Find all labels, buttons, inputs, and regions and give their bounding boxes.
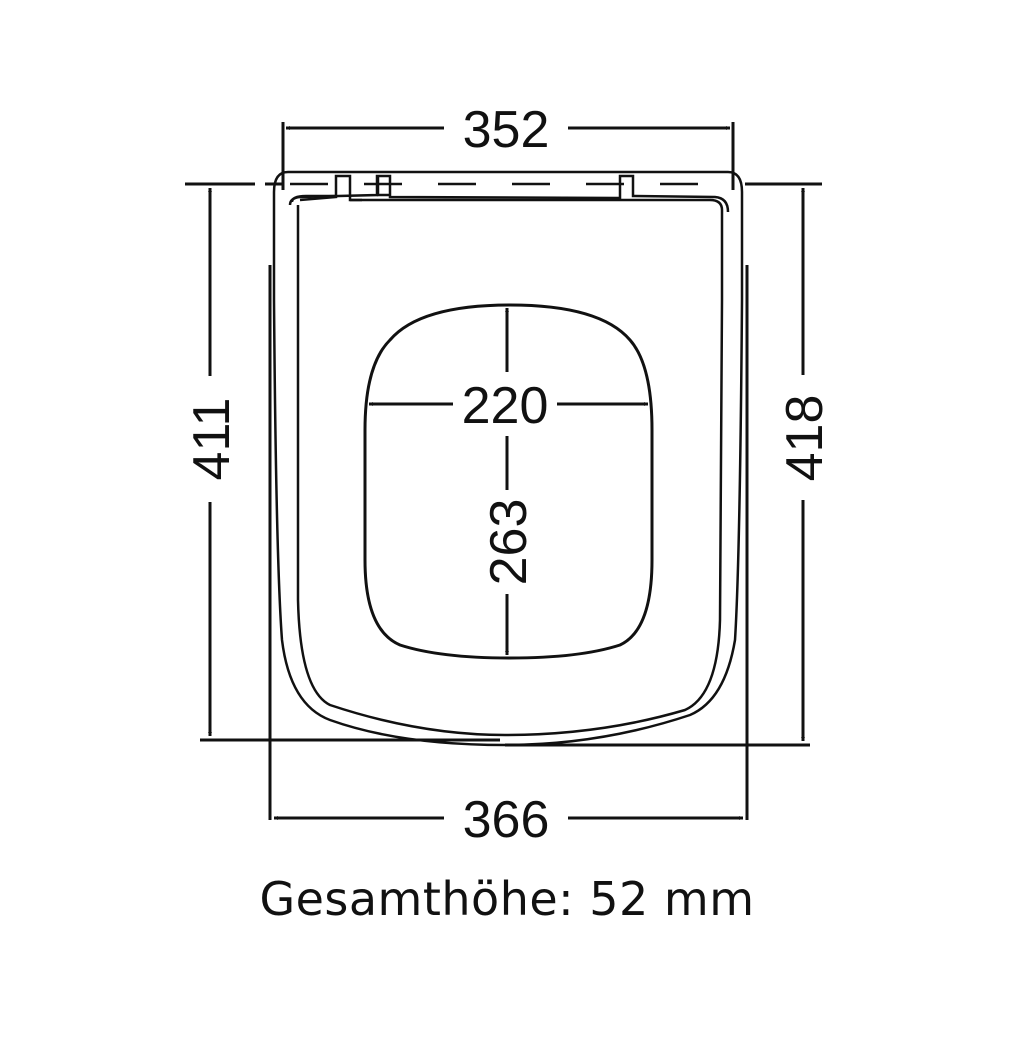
dimension-arrows xyxy=(208,126,805,820)
dim-opening-length: 263 xyxy=(480,499,538,586)
extension-lines xyxy=(185,122,822,820)
dim-opening-width: 220 xyxy=(462,377,549,435)
dim-right-height: 418 xyxy=(776,395,834,482)
hinge-notches xyxy=(288,174,730,213)
dim-left-height: 411 xyxy=(183,398,241,481)
seat-opening xyxy=(363,303,654,660)
dim-bottom-width: 366 xyxy=(463,791,550,849)
dim-top-width: 352 xyxy=(463,101,550,159)
total-height-caption: Gesamthöhe: 52 mm xyxy=(259,872,755,926)
